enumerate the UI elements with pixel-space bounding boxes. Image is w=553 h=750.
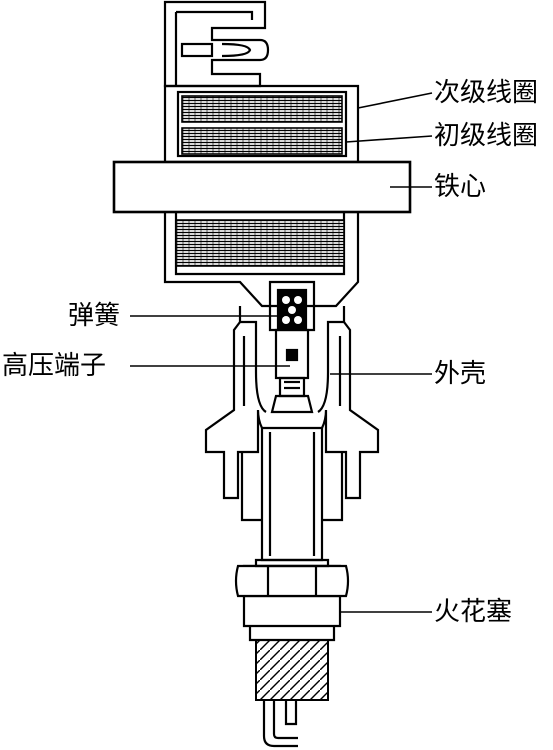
label-spring: 弹簧 [68,301,121,331]
outer-housing [204,306,380,522]
leader-primary-coil [345,135,433,143]
label-secondary-coil: 次级线圈 [434,78,539,108]
label-spark-plug: 火花塞 [434,597,513,627]
label-housing: 外壳 [434,359,487,389]
lower-coil-winding [175,219,345,267]
spring-assembly [268,280,316,332]
spark-plug-body [242,596,342,642]
spark-plug-electrode [262,700,298,748]
spark-plug-hex [234,558,350,598]
label-iron-core: 铁心 [434,172,487,202]
spark-plug-insulator [260,426,324,562]
iron-core [112,160,412,214]
top-connector [163,0,270,88]
spark-plug-threads [255,639,329,701]
hv-terminal [270,328,314,414]
secondary-coil-winding [181,95,343,123]
leader-secondary-coil [357,92,433,109]
primary-coil-winding [181,127,343,155]
label-hv-terminal: 高压端子 [2,351,107,381]
label-primary-coil: 初级线圈 [434,121,539,151]
leader-lines [130,92,433,613]
